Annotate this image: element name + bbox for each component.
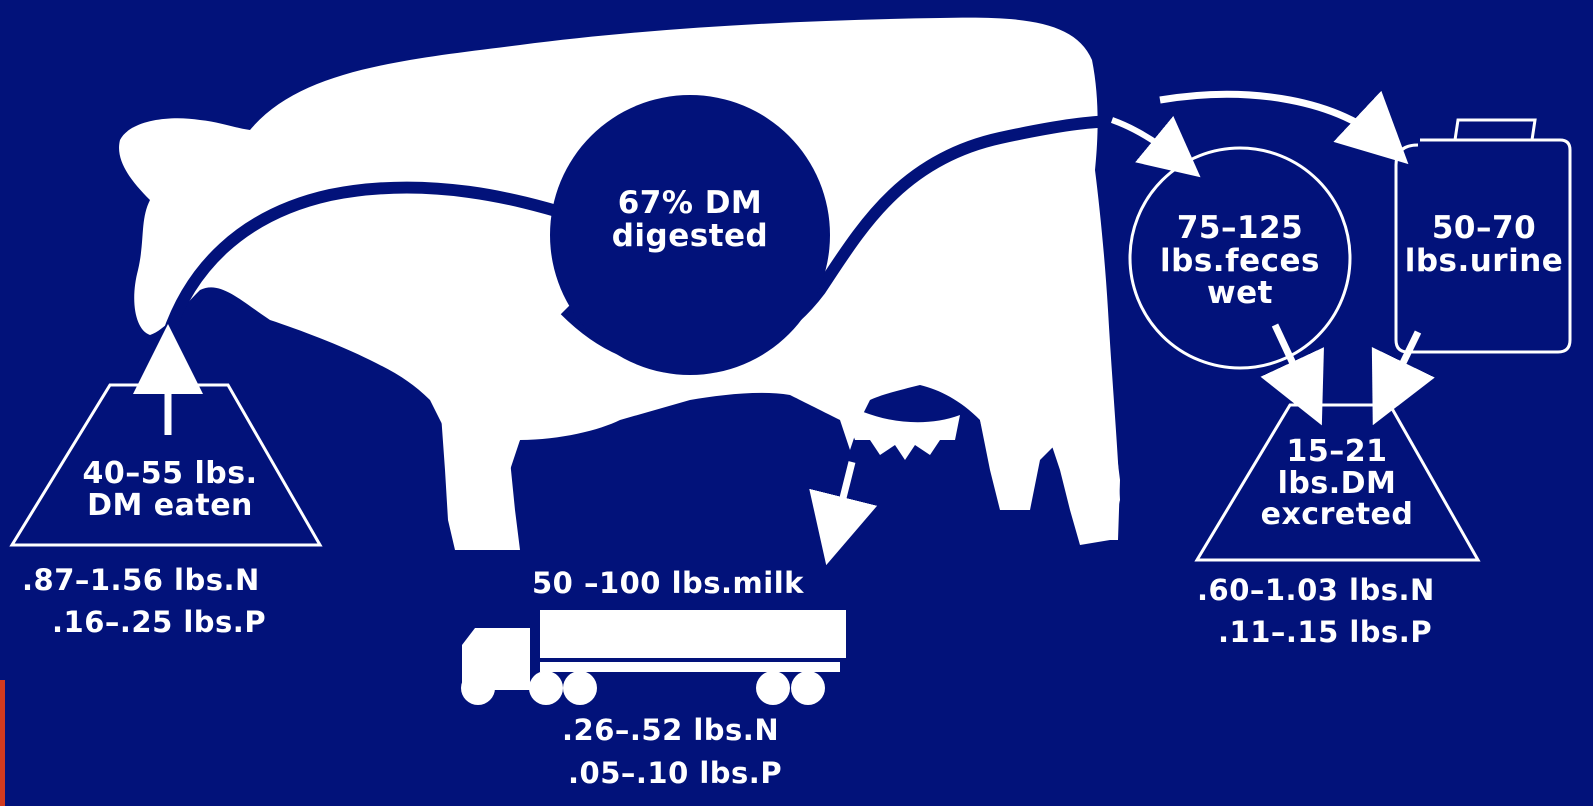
digestion-label: 67% DM digested xyxy=(600,187,780,252)
digestion-line1: 67% DM xyxy=(600,187,780,220)
feces-line2: lbs.feces xyxy=(1135,245,1345,278)
milk-arrow xyxy=(833,462,852,538)
digestion-line2: digested xyxy=(600,220,780,253)
milk-nitrogen: .26–.52 lbs.N xyxy=(562,715,779,745)
feces-line3: wet xyxy=(1135,277,1345,310)
intake-line2: DM eaten xyxy=(50,490,290,522)
intake-nitrogen: .87–1.56 lbs.N xyxy=(22,565,260,595)
milk-phosphorus: .05–.10 lbs.P xyxy=(568,758,782,788)
feces-to-manure-arrow xyxy=(1275,325,1310,400)
excreted-line3: excreted xyxy=(1237,499,1437,531)
milk-label: 50 –100 lbs.milk xyxy=(532,568,804,598)
intake-label: 40–55 lbs. DM eaten xyxy=(50,458,290,521)
urine-line2: lbs.urine xyxy=(1396,245,1572,278)
urine-label: 50–70 lbs.urine xyxy=(1396,212,1572,277)
milk-truck-icon xyxy=(461,610,846,705)
excreted-label: 15–21 lbs.DM excreted xyxy=(1237,436,1437,531)
feces-line1: 75–125 xyxy=(1135,212,1345,245)
feces-label: 75–125 lbs.feces wet xyxy=(1135,212,1345,310)
intake-line1: 40–55 lbs. xyxy=(50,458,290,490)
urine-arrow xyxy=(1160,94,1388,145)
excreted-line2: lbs.DM xyxy=(1237,468,1437,500)
excreted-nitrogen: .60–1.03 lbs.N xyxy=(1197,575,1435,605)
excreted-line1: 15–21 xyxy=(1237,436,1437,468)
urine-line1: 50–70 xyxy=(1396,212,1572,245)
excreted-phosphorus: .11–.15 lbs.P xyxy=(1218,617,1432,647)
feces-arrow xyxy=(1112,120,1182,162)
edge-accent xyxy=(0,680,5,806)
urine-to-manure-arrow xyxy=(1385,332,1418,400)
intake-phosphorus: .16–.25 lbs.P xyxy=(52,607,266,637)
